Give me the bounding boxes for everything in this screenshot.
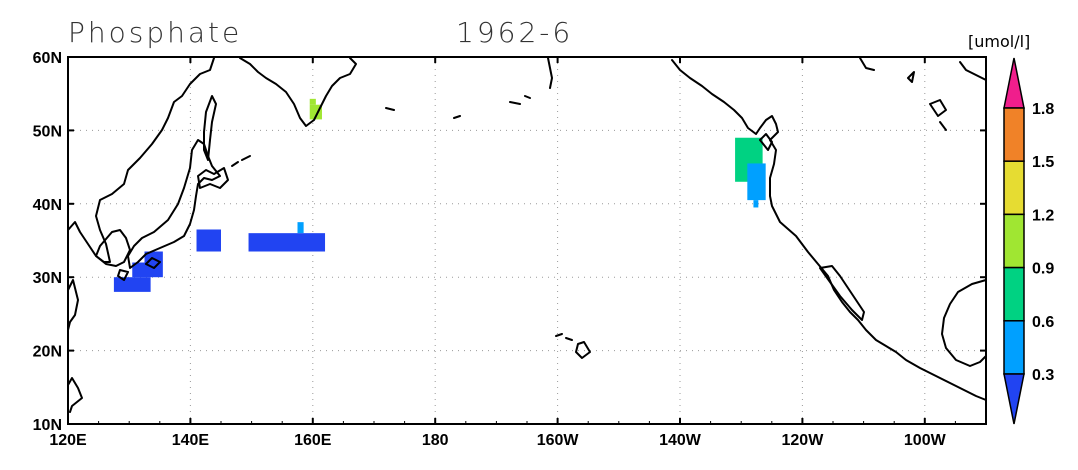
lon-tick-label: 180: [422, 432, 449, 449]
coastline-north-america: [671, 59, 987, 401]
coastline-sakhalin: [203, 95, 217, 161]
colorbar-label: 0.6: [1032, 314, 1054, 331]
lat-tick-label: 30N: [33, 270, 62, 287]
map-date: 1962-6: [456, 16, 573, 49]
colorbar-label: 1.2: [1032, 207, 1054, 224]
coastline-asia: [67, 57, 215, 413]
coastline-vancouver-island: [759, 133, 773, 151]
phosphate-cell: [196, 229, 221, 252]
lon-tick-label: 160W: [537, 432, 580, 449]
phosphate-cell: [144, 251, 163, 263]
lat-tick-label: 40N: [33, 197, 62, 214]
coastline-hudson-region: [859, 57, 987, 131]
colorbar-segment: [1003, 266, 1025, 322]
phosphate-cell: [309, 98, 316, 105]
phosphate-cell: [113, 277, 151, 292]
coastline-gulf-of-mexico: [941, 279, 987, 367]
colorbar: 0.3 0.6 0.9 1.2 1.5 1.8: [1003, 57, 1054, 425]
coastline-baja: [819, 265, 865, 321]
phosphate-cell: [297, 222, 304, 234]
colorbar-segment: [1003, 160, 1025, 216]
map-frame: 120E 140E 160E 180 160W 140W 120W 100W 10N 20N 30…: [33, 50, 987, 449]
lon-tick-label: 160E: [294, 432, 332, 449]
coastlines: [67, 57, 987, 413]
lat-tick-label: 20N: [33, 344, 62, 361]
phosphate-cell: [747, 163, 766, 201]
colorbar-max-triangle: [1003, 57, 1025, 109]
lon-tick-label: 120W: [782, 432, 825, 449]
lat-tick-label: 50N: [33, 123, 62, 140]
coastline-hawaii: [555, 333, 591, 359]
lat-tick-label: 10N: [33, 417, 62, 434]
coastline-kurils: [231, 155, 251, 167]
coastline-japan: [117, 139, 221, 281]
longitude-axis: 120E 140E 160E 180 160W 140W 120W 100W: [49, 57, 987, 449]
latitude-axis: 10N 20N 30N 40N 50N 60N: [33, 50, 986, 434]
lon-tick-label: 140E: [172, 432, 210, 449]
colorbar-segment: [1003, 320, 1025, 375]
coastline-aleutians: [385, 57, 553, 119]
colorbar-label: 1.5: [1032, 154, 1054, 171]
colorbar-min-triangle: [1003, 373, 1025, 425]
colorbar-label: 0.9: [1032, 261, 1054, 278]
coastline-korea: [95, 229, 131, 267]
colorbar-label: 0.3: [1032, 367, 1054, 384]
phosphate-cell: [753, 200, 759, 208]
phosphate-cell: [248, 233, 326, 252]
colorbar-label: 1.8: [1032, 101, 1054, 118]
lon-tick-label: 140W: [659, 432, 702, 449]
coastline-hokkaido: [197, 167, 229, 189]
colorbar-segment: [1003, 213, 1025, 269]
lon-tick-label: 100W: [904, 432, 947, 449]
lon-tick-label: 120E: [49, 432, 87, 449]
colorbar-units: [umol/l]: [968, 32, 1030, 51]
colorbar-segment: [1003, 107, 1025, 162]
phosphate-cells: [113, 98, 766, 292]
lat-tick-label: 60N: [33, 50, 62, 67]
map-title: Phosphate: [68, 16, 242, 49]
coastline-kamchatka: [239, 57, 357, 127]
